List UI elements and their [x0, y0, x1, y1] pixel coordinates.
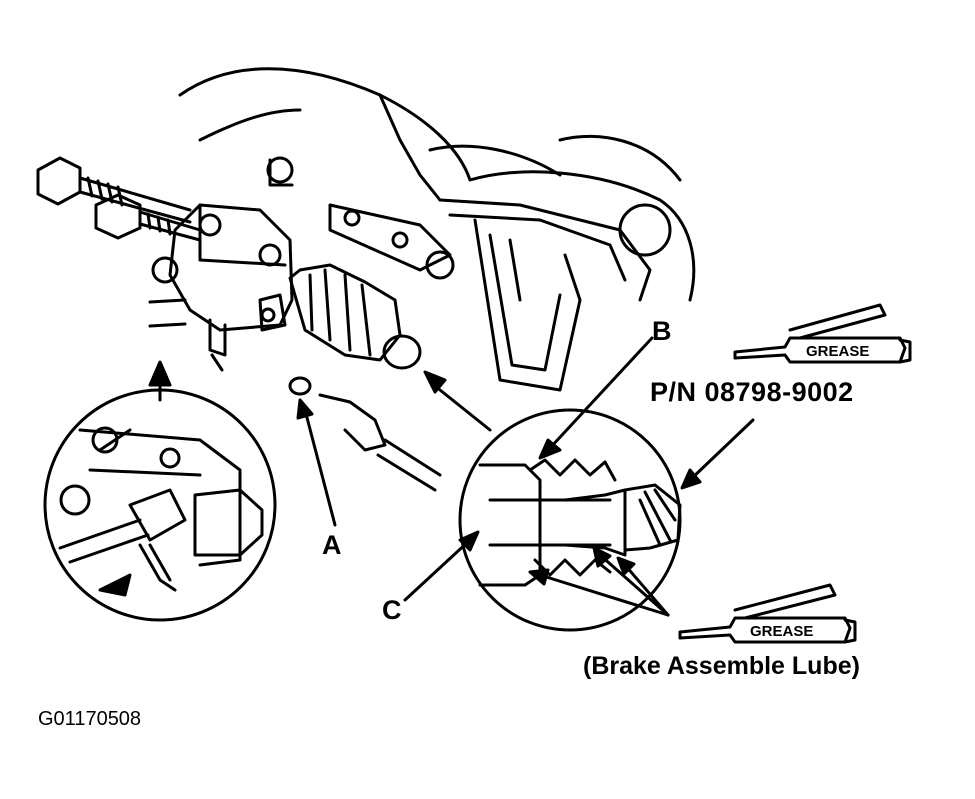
leader-lines — [296, 336, 755, 617]
seal-detail-inset — [458, 408, 682, 632]
slave-cylinder-body — [148, 203, 294, 372]
mounting-bolts — [36, 156, 202, 242]
release-fork — [328, 203, 455, 280]
figure-id: G01170508 — [38, 708, 142, 730]
grease-tube-label: GREASE — [750, 623, 813, 640]
bleeder-detail-inset — [43, 388, 277, 622]
lube-note: (Brake Assemble Lube) — [583, 652, 860, 680]
grease-tube-icon — [733, 303, 912, 364]
grease-tube-icon — [678, 583, 857, 644]
inset-arrowhead — [148, 360, 172, 387]
fluid-line — [288, 376, 442, 492]
transmission-housing — [178, 67, 696, 392]
callout-a: A — [322, 530, 342, 560]
callout-b: B — [652, 316, 672, 346]
dust-boot — [288, 263, 422, 370]
grease-tube-label: GREASE — [806, 343, 869, 360]
callout-c: C — [382, 595, 402, 625]
part-number: P/N 08798-9002 — [650, 377, 854, 407]
